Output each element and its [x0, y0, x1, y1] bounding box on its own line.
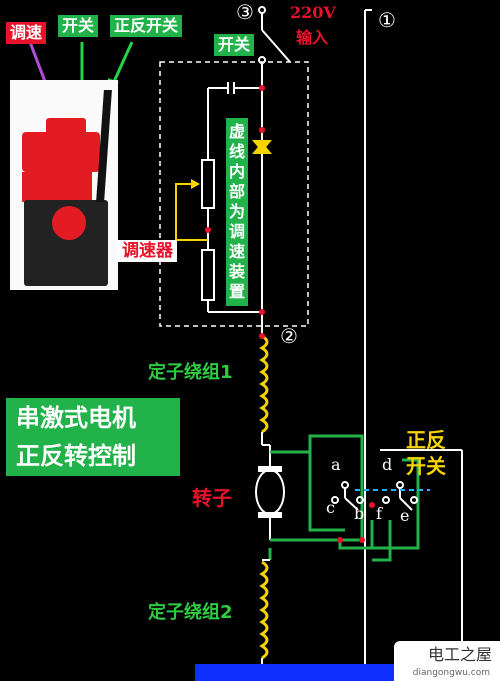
trigger-switch-photo	[10, 80, 118, 290]
title-line-1: 串激式电机	[6, 398, 180, 438]
rotor-label: 转子	[192, 486, 232, 510]
marker-2: ②	[280, 324, 298, 348]
speed-regulator-tag: 调速器	[118, 240, 177, 262]
resistor	[201, 249, 215, 301]
contact-e: e	[400, 506, 410, 525]
contact-b: b	[354, 504, 365, 523]
potentiometer	[201, 159, 215, 209]
marker-3: ③	[236, 0, 254, 24]
contact-d: d	[382, 455, 393, 474]
base-bar	[195, 664, 405, 681]
speed-tag: 调速	[6, 22, 47, 44]
reverse-switch-label-1: 正反	[406, 428, 446, 452]
stator-winding-2	[259, 560, 269, 660]
input-terminal-3	[258, 6, 266, 14]
switch-tag: 开关	[58, 15, 99, 37]
input-label: 输入	[296, 28, 329, 47]
contact-a: a	[331, 455, 341, 474]
stator-winding-1-label: 定子绕组1	[148, 362, 233, 383]
marker-1: ①	[378, 8, 396, 32]
stator-winding-2-label: 定子绕组2	[148, 602, 233, 623]
watermark-title: 电工之屋	[427, 645, 492, 664]
rotor-symbol	[255, 469, 285, 515]
speed-device-note: 虚线内部为调速装置	[226, 118, 248, 306]
voltage-label: 220V	[290, 3, 336, 22]
title-line-2: 正反转控制	[6, 436, 180, 476]
watermark-url: diangongwu.com	[412, 668, 490, 678]
contact-c: c	[326, 498, 335, 517]
switch-inner-tag: 开关	[214, 34, 255, 56]
watermark	[394, 641, 500, 681]
main-switch-blade	[261, 29, 291, 63]
stator-winding-1	[259, 334, 269, 434]
reverse-switch-label-2: 开关	[406, 454, 446, 478]
speed-control-box	[159, 61, 309, 327]
contact-f: f	[376, 504, 382, 523]
reverse-switch-tag: 正反开关	[110, 15, 183, 37]
